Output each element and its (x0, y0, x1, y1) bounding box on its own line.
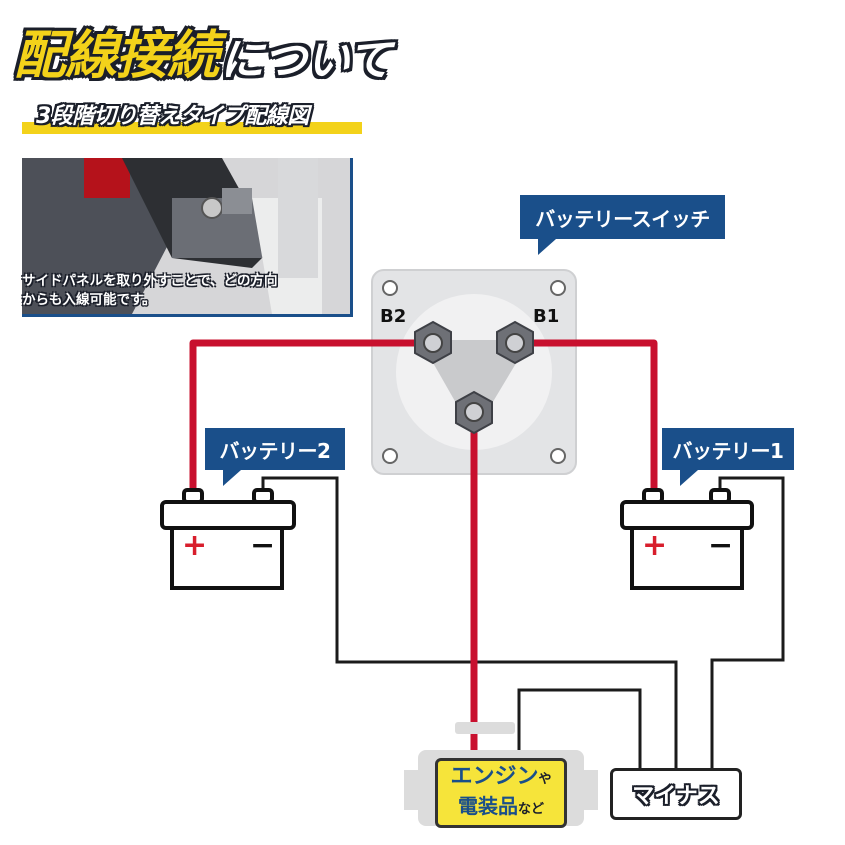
switch-side-panel-photo (22, 158, 353, 317)
page-title: 配線接続 について (14, 18, 392, 88)
ground-minus-label: マイナス (610, 768, 742, 820)
battery-switch-callout: バッテリースイッチ (520, 195, 725, 255)
terminal-b1-label: B1 (533, 306, 560, 327)
engine-ground-wire (517, 688, 642, 770)
mount-hole (382, 448, 398, 464)
battery1-negative-wire (710, 476, 785, 770)
subtitle-underline (22, 122, 362, 134)
photo-caption-line-1: サイドパネルを取り外すことで、どの方向 (22, 273, 278, 289)
negative-wires (261, 476, 785, 770)
battery-2-callout: バッテリー2 (205, 428, 345, 486)
mount-hole (382, 280, 398, 296)
battery-1-icon (620, 488, 754, 590)
title-sub: について (220, 35, 392, 86)
battery-2-plus-symbol: + (182, 528, 208, 563)
engine-label-line-2: 電装品など (458, 793, 544, 823)
photo-caption-line-2: からも入線可能です。 (22, 292, 156, 308)
b2-positive-wire (189, 339, 433, 498)
title-main: 配線接続 (14, 26, 219, 86)
engine-parts-word: 電装品 (457, 793, 518, 818)
engine-label-line-1: エンジンや (450, 764, 551, 793)
battery-1-minus-symbol: − (708, 528, 734, 563)
switch-terminals (414, 320, 534, 435)
mount-hole (550, 280, 566, 296)
engine-accessories-label: エンジンや 電装品など (435, 758, 567, 828)
engine-nado: など (517, 801, 544, 817)
battery-1-callout: バッテリー1 (662, 428, 794, 486)
battery-2-minus-symbol: − (250, 528, 276, 563)
positive-wires (189, 339, 658, 760)
mount-hole (550, 448, 566, 464)
battery2-negative-wire (261, 476, 678, 770)
engine-word: エンジン (450, 763, 539, 789)
photo-illustration (22, 158, 350, 314)
terminal-b2-label: B2 (380, 306, 407, 327)
diagram-subtitle: 3段階切り替えタイプ配線図 (36, 104, 309, 129)
battery-1-plus-symbol: + (642, 528, 668, 563)
engine-ya: や (538, 771, 552, 787)
photo-caption: サイドパネルを取り外すことで、どの方向 からも入線可能です。 (22, 272, 332, 310)
b1-positive-wire (515, 339, 658, 496)
battery-2-icon (160, 488, 296, 590)
